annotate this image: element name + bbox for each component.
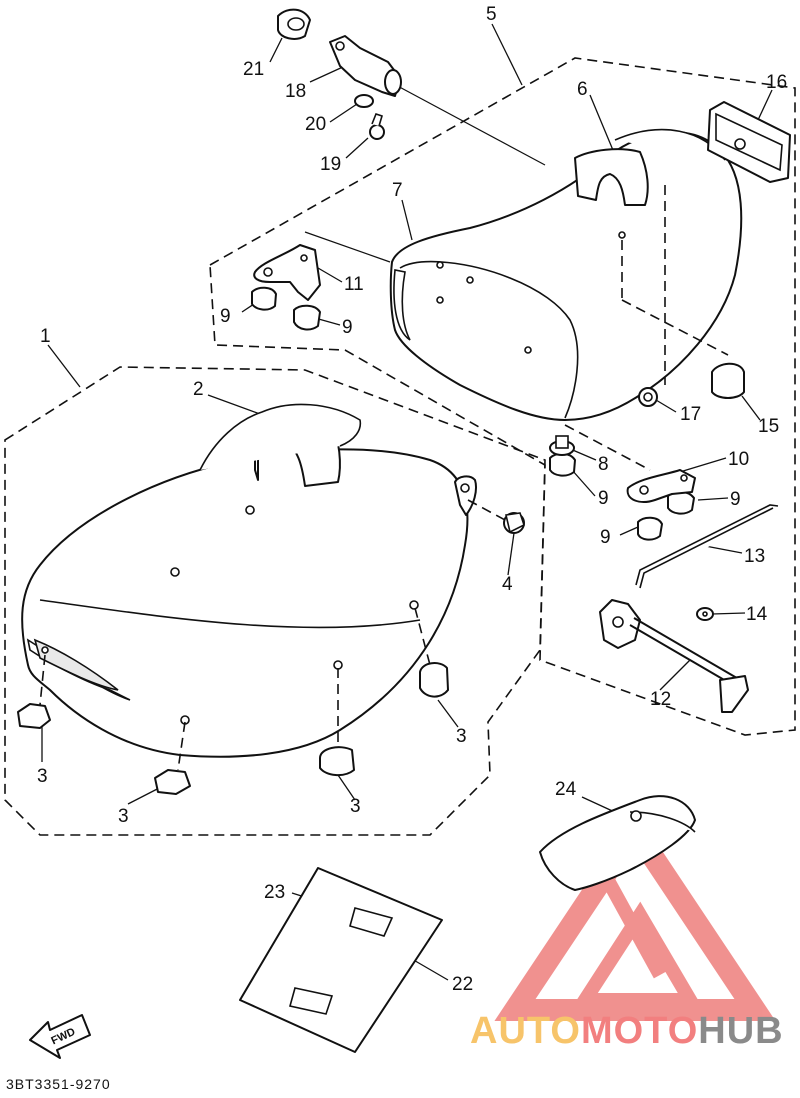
brand-watermark: AUTOMOTOHUB bbox=[470, 1010, 784, 1053]
tool-bag-24 bbox=[539, 795, 696, 891]
lock-cylinder-18 bbox=[329, 35, 402, 97]
callout-12: 12 bbox=[650, 689, 671, 710]
fwd-arrow-icon: FWD bbox=[29, 1014, 91, 1059]
callout-9: 9 bbox=[220, 306, 231, 327]
callout-24: 24 bbox=[555, 779, 577, 800]
bolt-4 bbox=[503, 512, 525, 534]
callout-16: 16 bbox=[766, 72, 787, 93]
callout-19: 19 bbox=[320, 154, 341, 175]
callout-4: 4 bbox=[502, 574, 513, 595]
callout-9: 9 bbox=[342, 317, 353, 338]
bracket-11 bbox=[253, 244, 321, 301]
callout-11: 11 bbox=[344, 274, 364, 295]
seat-cowl-assembly bbox=[389, 128, 743, 471]
callout-23: 23 bbox=[264, 882, 285, 903]
callout-9: 9 bbox=[598, 488, 609, 509]
callout-17: 17 bbox=[680, 404, 701, 425]
callout-1: 1 bbox=[40, 326, 51, 347]
screw-19 bbox=[369, 113, 385, 140]
callout-5: 5 bbox=[486, 4, 497, 25]
callout-labels: 1 2 3 3 3 3 4 5 6 7 8 9 9 9 9 9 10 11 12… bbox=[37, 4, 787, 995]
callout-3: 3 bbox=[350, 796, 361, 817]
seat-assembly bbox=[21, 403, 506, 771]
callout-21: 21 bbox=[243, 59, 264, 80]
bolt-17 bbox=[638, 387, 658, 407]
group-outline-5 bbox=[209, 57, 796, 736]
brand-part-moto: MOTO bbox=[580, 1010, 699, 1052]
callout-9: 9 bbox=[730, 489, 741, 510]
callout-6: 6 bbox=[577, 79, 588, 100]
callout-18: 18 bbox=[285, 81, 306, 102]
key-cap-21 bbox=[277, 8, 311, 40]
callout-2: 2 bbox=[193, 379, 204, 400]
collar-8 bbox=[549, 435, 575, 456]
brand-part-hub: HUB bbox=[698, 1010, 784, 1052]
callout-10: 10 bbox=[728, 449, 749, 470]
callout-8: 8 bbox=[598, 454, 609, 475]
brand-part-auto: AUTO bbox=[470, 1010, 581, 1052]
cable-13 bbox=[635, 504, 779, 589]
callout-22: 22 bbox=[452, 974, 473, 995]
callout-20: 20 bbox=[305, 114, 326, 135]
callout-7: 7 bbox=[392, 180, 403, 201]
callout-15: 15 bbox=[758, 416, 779, 437]
owners-manual-22 bbox=[239, 867, 443, 1053]
watermark-logo bbox=[494, 810, 776, 1021]
callout-3: 3 bbox=[37, 766, 48, 787]
callout-14: 14 bbox=[746, 604, 768, 625]
washer-14 bbox=[696, 607, 714, 621]
damper-3 bbox=[17, 662, 449, 795]
diagram-code: 3BT3351-9270 bbox=[6, 1076, 111, 1092]
bracket-10 bbox=[626, 469, 696, 503]
callout-9: 9 bbox=[600, 527, 611, 548]
lock-assembly-12 bbox=[599, 599, 749, 713]
group-outline-1 bbox=[4, 366, 546, 836]
reflector-16 bbox=[707, 101, 791, 183]
damper-9 bbox=[251, 286, 695, 541]
callout-13: 13 bbox=[744, 546, 765, 567]
callout-3: 3 bbox=[118, 806, 129, 827]
damper-15 bbox=[711, 362, 745, 399]
callout-3: 3 bbox=[456, 726, 467, 747]
washer-20 bbox=[354, 94, 374, 108]
